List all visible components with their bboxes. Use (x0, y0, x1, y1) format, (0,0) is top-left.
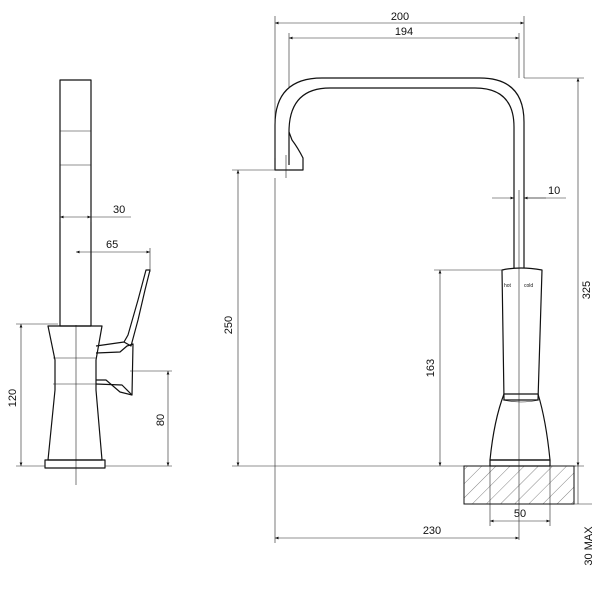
side-view-lever-handle (95, 269, 151, 347)
dimension-body-height: 163 (425, 269, 504, 466)
dimension-max-deck-thickness: 30 MAX (574, 466, 595, 566)
dimension-label-spout-reach-outer: 200 (391, 11, 409, 23)
side-view-handle-hub (95, 343, 134, 396)
dimension-label-body-height: 163 (425, 359, 437, 377)
cold-marking: cold (524, 283, 533, 289)
dimension-label-side-handle-height: 80 (155, 414, 167, 426)
side-view-base (44, 459, 106, 469)
dimension-base-diameter: 50 (489, 466, 551, 526)
front-view-outlet (274, 131, 304, 171)
dimension-outlet-height: 250 (223, 169, 289, 466)
side-view-tube (59, 79, 92, 327)
dimension-label-base-diameter: 50 (514, 508, 526, 520)
dimension-label-max-deck-thickness: 30 MAX (583, 526, 595, 566)
dimension-label-side-body-height: 120 (7, 389, 19, 407)
dimension-spout-reach-outer: 200 (274, 11, 525, 158)
dimension-label-spout-tube-diameter: 10 (548, 185, 560, 197)
side-view-body (47, 325, 103, 461)
dimension-side-handle-height: 80 (105, 370, 172, 467)
dimension-label-outlet-height: 250 (223, 316, 235, 334)
dimension-total-height: 325 (524, 77, 593, 467)
dimension-deck-reach: 230 (274, 178, 519, 543)
dimension-spout-reach-inner: 194 (288, 26, 520, 88)
dimension-spout-tube-diameter: 10 (492, 185, 566, 200)
dimension-label-side-handle-depth: 65 (106, 239, 118, 251)
dimension-label-spout-reach-inner: 194 (395, 26, 413, 38)
dimension-side-handle-depth: 65 (76, 239, 151, 272)
dimension-label-total-height: 325 (581, 281, 593, 299)
front-view-body (489, 393, 551, 461)
dimension-label-side-tube: 30 (113, 204, 125, 216)
dimension-label-deck-reach: 230 (423, 525, 441, 537)
hot-marking: hot (504, 283, 512, 289)
side-view: 30 65 120 80 (7, 79, 172, 485)
front-view-handle (501, 267, 543, 401)
front-view-base (489, 459, 551, 467)
front-view-spout (274, 77, 525, 268)
dimension-side-body-height: 120 (7, 323, 58, 467)
front-view: hot cold 200 194 10 (223, 11, 595, 566)
dimension-side-tube: 30 (59, 204, 131, 222)
